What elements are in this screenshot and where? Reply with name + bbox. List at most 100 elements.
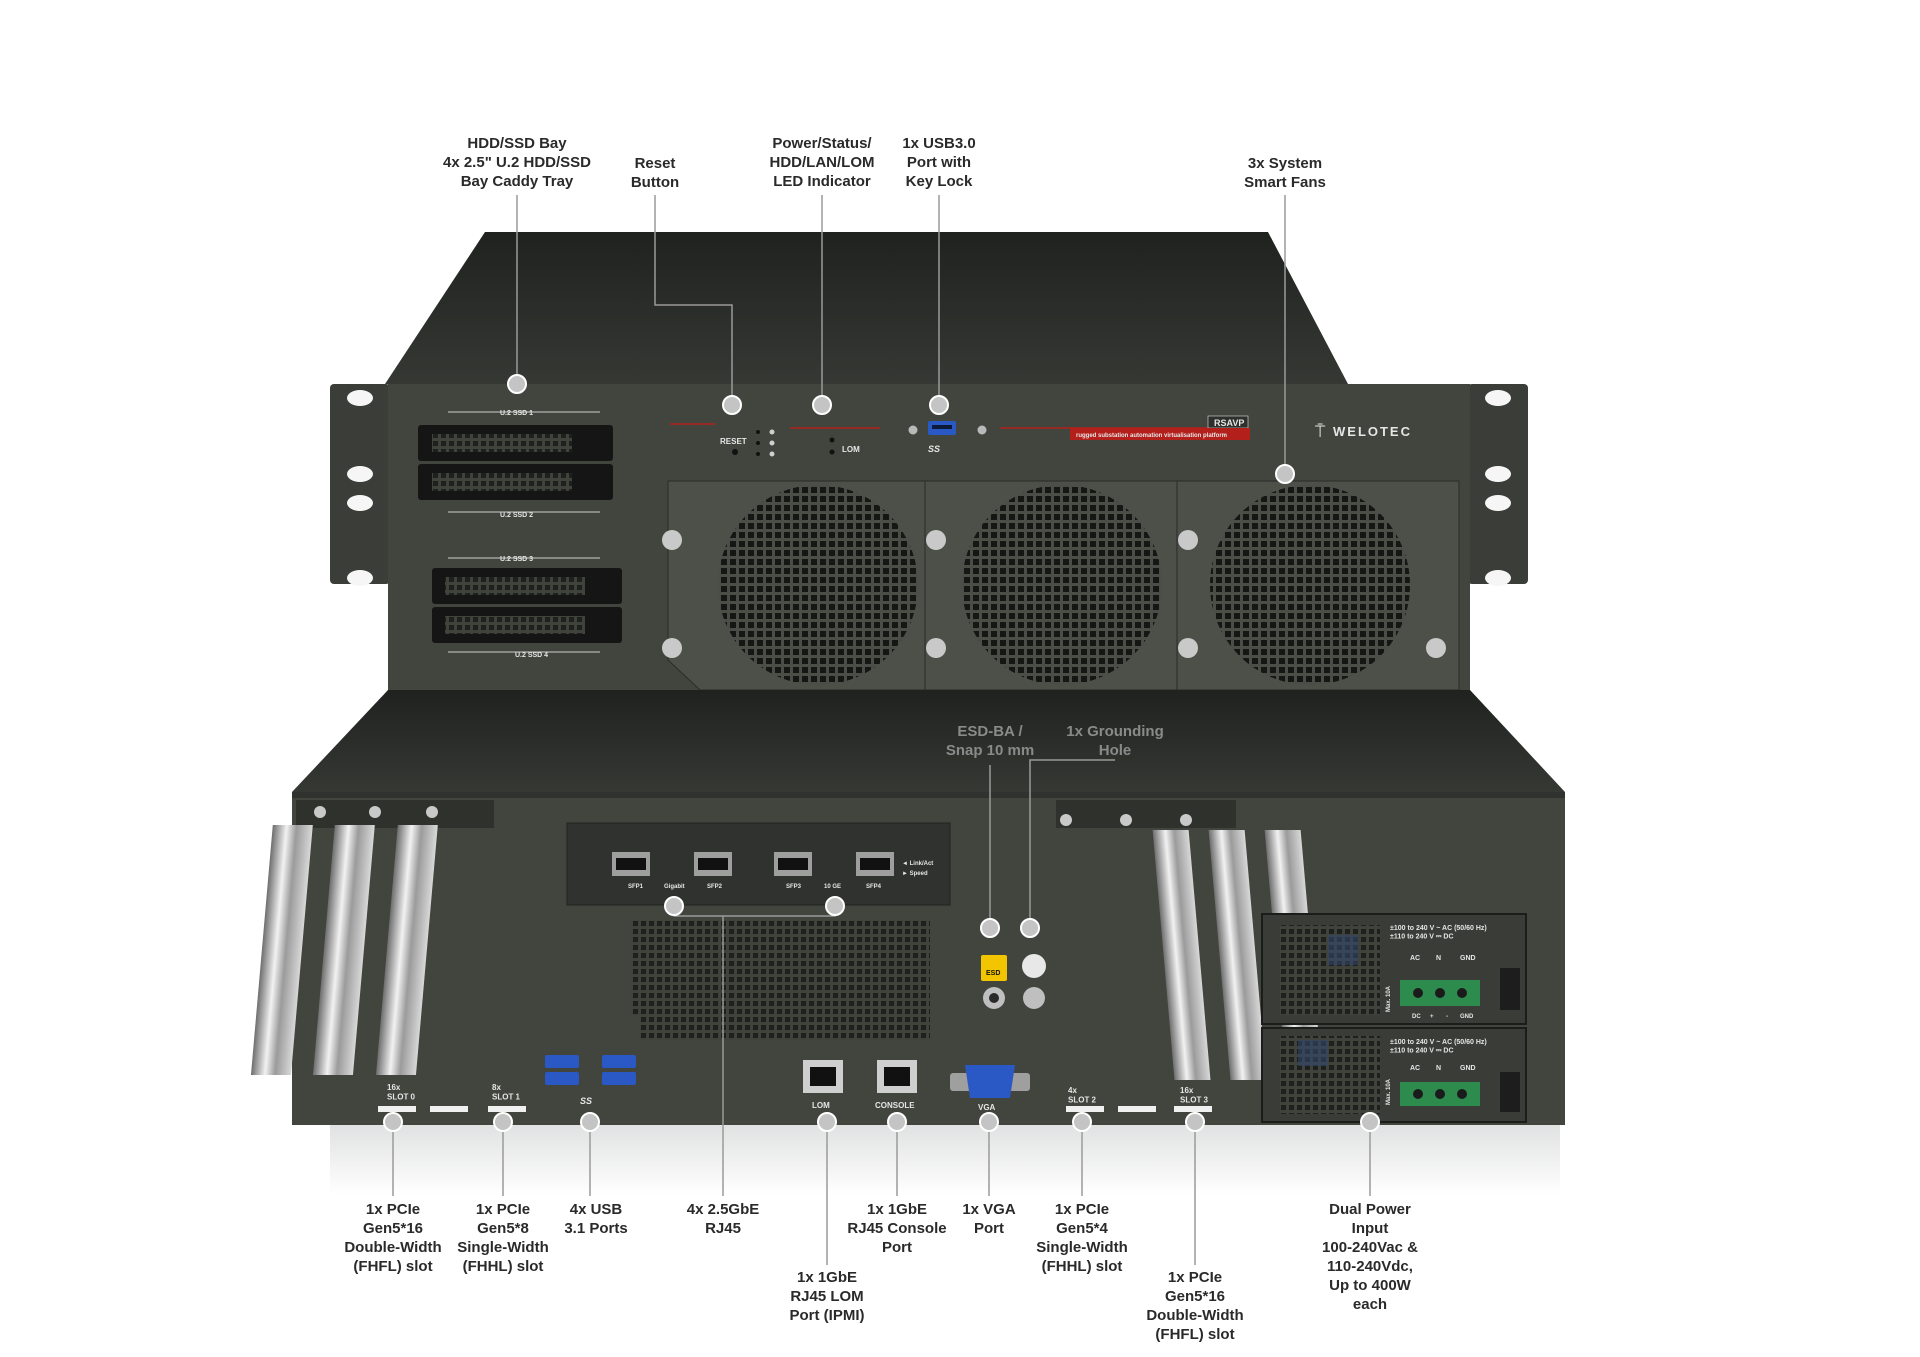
led-legend-2: ► Speed xyxy=(902,871,928,877)
callout-esd: ESD-BA / Snap 10 mm xyxy=(945,723,1035,759)
front-unit-top xyxy=(385,232,1348,384)
fan-module-2 xyxy=(924,480,1178,691)
reset-text: RESET xyxy=(720,437,747,446)
callout-power: Dual Power Input 100-240Vac & 110-240Vdc… xyxy=(1322,1201,1418,1313)
callout-dot-fans xyxy=(1275,464,1295,484)
callout-dot-console xyxy=(887,1112,907,1132)
callout-slot3: 1x PCIe Gen5*16 Double-Width (FHFL) slot xyxy=(1146,1269,1244,1343)
lom-port-label: LOM xyxy=(812,1101,830,1110)
psu1-plus: + xyxy=(1430,1014,1434,1020)
console-port-label: CONSOLE xyxy=(875,1101,915,1110)
fan-module-3 xyxy=(1176,480,1460,691)
sfp-group-1: Gigabit xyxy=(664,884,685,890)
pcie-bracket-1 xyxy=(250,825,313,1075)
psu1-dcgnd: GND xyxy=(1460,1014,1474,1020)
callout-dot-slot3 xyxy=(1185,1112,1205,1132)
ground-symbol-icon xyxy=(1022,954,1046,978)
sfp-label-3: SFP3 xyxy=(786,884,802,890)
callout-dot-hdd xyxy=(507,374,527,394)
pcie-bracket-5 xyxy=(1208,830,1267,1080)
psu-2: ±100 to 240 V ~ AC (50/60 Hz)±110 to 240… xyxy=(1261,1027,1527,1123)
vga-port-label: VGA xyxy=(978,1103,996,1112)
callout-reset-button: Reset Button xyxy=(630,155,680,191)
callout-dot-slot2 xyxy=(1072,1112,1092,1132)
brand-logo: WELOTEC xyxy=(1333,424,1412,439)
usb-front-logo: SS xyxy=(928,444,940,454)
psu-spec-1: ±100 to 240 V ~ AC (50/60 Hz)±110 to 240… xyxy=(1390,925,1487,940)
psu2-gnd: GND xyxy=(1460,1065,1476,1072)
pcie-bracket-4 xyxy=(1152,830,1211,1080)
rear-usb-group: SS xyxy=(545,1055,636,1106)
usb-port-1[interactable] xyxy=(545,1055,579,1068)
vga-port[interactable] xyxy=(965,1065,1015,1098)
callout-dot-slot1 xyxy=(493,1112,513,1132)
psu1-minus: - xyxy=(1446,1014,1448,1020)
psu1-n: N xyxy=(1436,955,1441,962)
key-lock-icon-2[interactable] xyxy=(977,425,987,435)
callout-led-indicator: Power/Status/ HDD/LAN/LOM LED Indicator xyxy=(769,135,875,190)
front-unit: U.2 SSD 1 U.2 SSD 2 U.2 SSD 3 U.2 SSD 4 … xyxy=(330,232,1528,691)
rear-vent-grille xyxy=(630,920,930,1015)
bay-label-3: U.2 SSD 3 xyxy=(500,556,533,563)
callout-dot-esd xyxy=(980,918,1000,938)
bay-label-2: U.2 SSD 2 xyxy=(500,512,533,519)
sfp-label-1: SFP1 xyxy=(628,884,644,890)
model-badge-text: RSAVP xyxy=(1214,418,1244,428)
callout-console: 1x 1GbE RJ45 Console Port xyxy=(847,1201,947,1256)
lom-led-text: LOM xyxy=(842,445,860,454)
usb-rear-logo: SS xyxy=(580,1096,592,1106)
reset-button[interactable] xyxy=(732,449,738,455)
lock-logo-icon: ⍑ xyxy=(1315,422,1326,441)
callout-slot2: 1x PCIe Gen5*4 Single-Width (FHHL) slot xyxy=(1036,1201,1128,1275)
psu2-n: N xyxy=(1436,1065,1441,1072)
psu1-dc: DC xyxy=(1412,1014,1421,1020)
callout-lom: 1x 1GbE RJ45 LOM Port (IPMI) xyxy=(789,1269,865,1324)
psu-spec-2: ±100 to 240 V ~ AC (50/60 Hz)±110 to 240… xyxy=(1390,1039,1487,1054)
bay-label-4: U.2 SSD 4 xyxy=(515,652,548,659)
callout-vga: 1x VGA Port xyxy=(962,1201,1016,1237)
callout-slot0: 1x PCIe Gen5*16 Double-Width (FHFL) slot xyxy=(344,1201,442,1275)
pcie-bracket-2 xyxy=(312,825,375,1075)
rear-unit-top xyxy=(292,690,1565,792)
callout-dot-lom xyxy=(817,1112,837,1132)
callout-dot-slot0 xyxy=(383,1112,403,1132)
sfp-label-2: SFP2 xyxy=(707,884,723,890)
psu-1: ±100 to 240 V ~ AC (50/60 Hz)±110 to 240… xyxy=(1261,913,1527,1025)
psu1-ac: AC xyxy=(1410,955,1420,962)
usb-port-2[interactable] xyxy=(545,1072,579,1085)
callout-dot-usb31 xyxy=(580,1112,600,1132)
usb-port-4[interactable] xyxy=(602,1072,636,1085)
bay-label-1: U.2 SSD 1 xyxy=(500,410,533,417)
esd-badge-text: ESD xyxy=(986,970,1000,977)
callout-dot-reset xyxy=(722,395,742,415)
fan-module-1 xyxy=(662,480,926,691)
key-lock-icon[interactable] xyxy=(908,425,918,435)
usb-port-3[interactable] xyxy=(602,1055,636,1068)
callout-dot-rj45b xyxy=(825,896,845,916)
psu2-ac: AC xyxy=(1410,1065,1420,1072)
callout-dot-rj45a xyxy=(664,896,684,916)
callout-hdd-bay: HDD/SSD Bay 4x 2.5" U.2 HDD/SSD Bay Cadd… xyxy=(442,135,592,190)
callout-usb31: 4x USB 3.1 Ports xyxy=(564,1201,628,1237)
callout-dot-vga xyxy=(979,1112,999,1132)
sfp-label-4: SFP4 xyxy=(866,884,882,890)
tagline-text: rugged substation automation virtualisat… xyxy=(1076,433,1227,439)
rack-ear-left xyxy=(330,384,390,584)
callout-slot1: 1x PCIe Gen5*8 Single-Width (FHHL) slot xyxy=(457,1201,549,1275)
callout-usb30: 1x USB3.0 Port with Key Lock xyxy=(902,135,976,190)
callout-dot-usb30 xyxy=(929,395,949,415)
callout-dots xyxy=(383,374,1380,1132)
psu1-max: Max. 10A xyxy=(1386,985,1392,1012)
callout-dot-power xyxy=(1360,1112,1380,1132)
ground-screw[interactable] xyxy=(1023,987,1045,1009)
tagline-bar xyxy=(1070,428,1250,440)
led-legend-1: ◄ Link/Act xyxy=(902,861,933,867)
hdd-bay-group: U.2 SSD 1 U.2 SSD 2 U.2 SSD 3 U.2 SSD 4 xyxy=(418,410,622,659)
callout-system-fans: 3x System Smart Fans xyxy=(1244,155,1326,191)
sfp-module: SFP1 Gigabit SFP2 SFP3 10 GE SFP4 ◄ Link… xyxy=(566,822,951,906)
psu1-gnd: GND xyxy=(1460,955,1476,962)
